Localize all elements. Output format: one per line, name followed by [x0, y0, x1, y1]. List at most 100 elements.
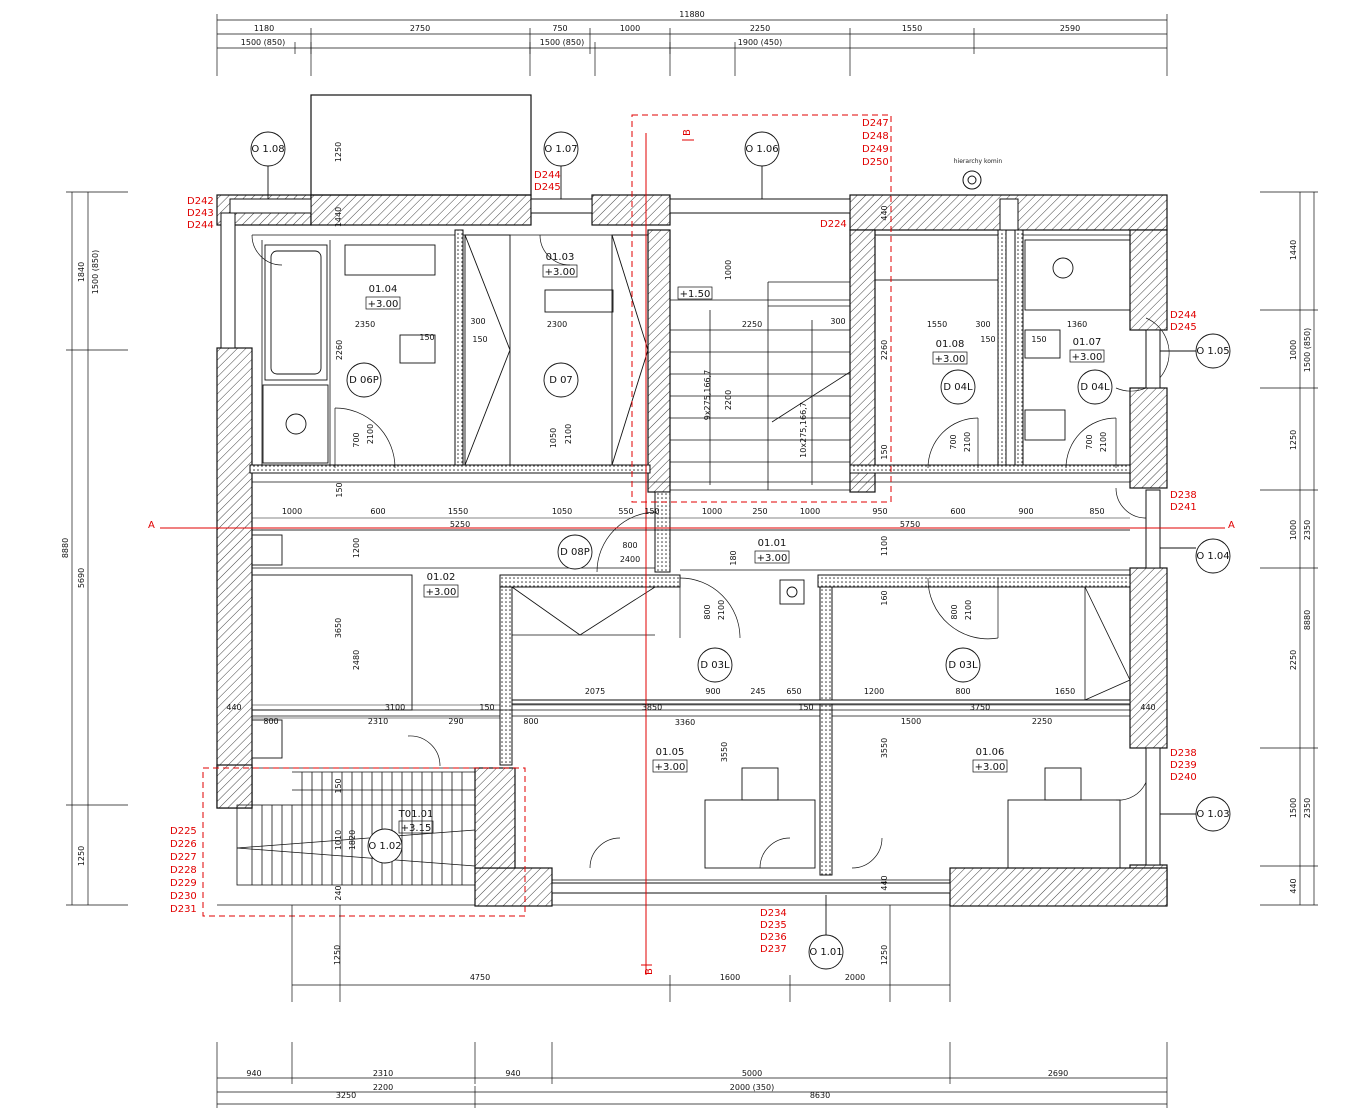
- door-swings: [251, 234, 1170, 869]
- svg-text:D242: D242: [187, 196, 214, 207]
- svg-text:2000: 2000: [845, 973, 865, 982]
- svg-text:150: 150: [479, 703, 494, 712]
- svg-text:+3.00: +3.00: [757, 553, 788, 564]
- svg-text:01.08: 01.08: [936, 339, 965, 350]
- svg-text:10x275,166,7: 10x275,166,7: [799, 402, 808, 458]
- svg-text:+3.00: +3.00: [368, 299, 399, 310]
- svg-text:D 03L: D 03L: [948, 660, 978, 671]
- section-a-left: A: [148, 520, 155, 531]
- svg-text:2250: 2250: [1289, 650, 1298, 670]
- svg-text:D238: D238: [1170, 490, 1197, 501]
- svg-text:2200: 2200: [373, 1083, 393, 1092]
- svg-text:2310: 2310: [373, 1069, 393, 1078]
- svg-text:1550: 1550: [448, 507, 468, 516]
- svg-text:1050: 1050: [549, 428, 558, 448]
- svg-text:800: 800: [523, 717, 538, 726]
- svg-text:1500 (850): 1500 (850): [540, 38, 584, 47]
- svg-text:O 1.01: O 1.01: [809, 947, 842, 958]
- svg-text:160: 160: [880, 590, 889, 605]
- svg-text:D 06P: D 06P: [349, 375, 379, 386]
- svg-text:D245: D245: [534, 182, 561, 193]
- svg-text:D245: D245: [1170, 322, 1197, 333]
- svg-text:800: 800: [950, 604, 959, 619]
- svg-text:01.04: 01.04: [369, 284, 398, 295]
- svg-text:1200: 1200: [352, 538, 361, 558]
- svg-text:O 1.08: O 1.08: [251, 144, 284, 155]
- svg-text:1000: 1000: [800, 507, 820, 516]
- svg-text:3650: 3650: [334, 618, 343, 638]
- svg-text:1600: 1600: [720, 973, 740, 982]
- svg-text:2100: 2100: [1099, 432, 1108, 452]
- svg-text:D236: D236: [760, 932, 787, 943]
- svg-text:940: 940: [505, 1069, 520, 1078]
- svg-text:2400: 2400: [620, 555, 640, 564]
- svg-text:+3.15: +3.15: [401, 823, 432, 834]
- svg-text:1550: 1550: [927, 320, 947, 329]
- svg-text:3100: 3100: [385, 703, 405, 712]
- svg-text:850: 850: [1089, 507, 1104, 516]
- svg-text:700: 700: [352, 432, 361, 447]
- svg-text:3550: 3550: [720, 742, 729, 762]
- section-lines: [160, 114, 1225, 975]
- lower-row-dims: 2075 3850 900 245 650 1200 3750 800 1650…: [226, 687, 1155, 727]
- desk-2: [1007, 799, 1121, 869]
- svg-text:1500 (850): 1500 (850): [91, 250, 100, 294]
- svg-text:2260: 2260: [335, 340, 344, 360]
- svg-text:D229: D229: [170, 878, 197, 889]
- svg-text:01.07: 01.07: [1073, 337, 1102, 348]
- svg-text:O 1.05: O 1.05: [1196, 346, 1229, 357]
- svg-text:1440: 1440: [1289, 240, 1298, 260]
- red-labels-e2: D238 D241: [1170, 490, 1197, 513]
- left-dimensions: [66, 191, 128, 906]
- door-tag-text: D 03L D 03L D 04L D 04L D 06P D 07 D 08P: [349, 375, 1110, 671]
- section-b-bottom: B: [644, 968, 655, 975]
- svg-text:D 04L: D 04L: [1080, 382, 1110, 393]
- svg-text:150: 150: [335, 482, 344, 497]
- svg-text:D235: D235: [760, 920, 787, 931]
- svg-text:2350: 2350: [1303, 798, 1312, 818]
- svg-text:2250: 2250: [1032, 717, 1052, 726]
- svg-text:440: 440: [1140, 703, 1155, 712]
- svg-text:D 04L: D 04L: [943, 382, 973, 393]
- svg-text:290: 290: [448, 717, 463, 726]
- section-b-top: B: [682, 129, 693, 136]
- svg-text:5000: 5000: [742, 1069, 762, 1078]
- exterior-walls: [216, 194, 1168, 907]
- svg-text:150: 150: [798, 703, 813, 712]
- chimney: [779, 579, 805, 605]
- svg-text:1000: 1000: [724, 260, 733, 280]
- svg-text:D224: D224: [820, 219, 847, 230]
- svg-text:900: 900: [1018, 507, 1033, 516]
- svg-text:2750: 2750: [410, 24, 430, 33]
- svg-text:D234: D234: [760, 908, 787, 919]
- svg-text:150: 150: [644, 507, 659, 516]
- wardrobe-2: [611, 234, 649, 466]
- svg-text:950: 950: [872, 507, 887, 516]
- svg-text:4750: 4750: [470, 973, 490, 982]
- svg-text:01.03: 01.03: [546, 252, 575, 263]
- svg-text:150: 150: [472, 335, 487, 344]
- svg-text:8880: 8880: [1303, 610, 1312, 630]
- svg-text:D 07: D 07: [549, 375, 573, 386]
- svg-text:2250: 2250: [742, 320, 762, 329]
- svg-text:800: 800: [955, 687, 970, 696]
- svg-text:1050: 1050: [552, 507, 572, 516]
- upper-row-dims: 2350 2300 300 150 2250 300 1550 300 1360…: [355, 317, 1087, 344]
- interior-walls: [249, 229, 1131, 876]
- svg-text:8880: 8880: [61, 538, 70, 558]
- corridor-dims: 1000 600 1550 1050 550 150 1000 250 1000…: [282, 507, 1105, 564]
- svg-text:2350: 2350: [355, 320, 375, 329]
- svg-text:D230: D230: [170, 891, 197, 902]
- svg-text:1360: 1360: [1067, 320, 1087, 329]
- svg-text:150: 150: [419, 333, 434, 342]
- svg-text:800: 800: [622, 541, 637, 550]
- svg-text:+3.00: +3.00: [545, 267, 576, 278]
- dim-left-values: 8880 1840 5690 1250 1500 (850): [61, 250, 100, 866]
- svg-text:1000: 1000: [282, 507, 302, 516]
- svg-text:2000 (350): 2000 (350): [730, 1083, 774, 1092]
- svg-text:1250: 1250: [77, 846, 86, 866]
- svg-text:+3.00: +3.00: [1072, 352, 1103, 363]
- svg-text:650: 650: [786, 687, 801, 696]
- svg-text:250: 250: [752, 507, 767, 516]
- svg-text:800: 800: [263, 717, 278, 726]
